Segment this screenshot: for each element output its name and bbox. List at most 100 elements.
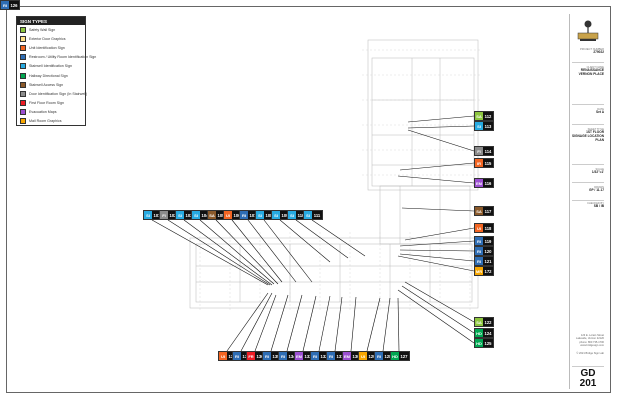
leader-line	[397, 255, 475, 272]
sign-tag-number: 127	[399, 352, 409, 360]
sign-tag-code: RI	[375, 352, 383, 360]
sign-tag-code: SI	[475, 122, 483, 130]
legend-item: Stairwell Identification Sign	[17, 62, 85, 71]
sheet-number: GD 201	[579, 368, 597, 389]
legend-item: Hallway Directional Sign	[17, 71, 85, 80]
sheet-title-field: SHEET TITLE 1ST FLOOR SIGNAGE LOCATION P…	[572, 128, 604, 142]
legend-swatch	[20, 90, 26, 97]
legend-item: Stairwell Access Sign	[17, 80, 85, 89]
sign-tag-code: EM	[475, 179, 483, 187]
sign-tag-number: 122	[483, 318, 493, 326]
leader-line	[397, 297, 400, 352]
sign-tag-number: 102	[168, 211, 178, 219]
leader-line	[350, 296, 357, 352]
sign-tag-code: UI	[359, 352, 367, 360]
copyright-note: © 2021 Bridge Sign Lab	[576, 351, 604, 355]
checked-label: CHECKED BY	[587, 202, 604, 205]
legend-item: Mail Room Graphics	[17, 117, 85, 126]
sign-tag-number: 105	[216, 211, 226, 219]
legend-swatch	[20, 63, 26, 70]
sheet-title-label: SHEET TITLE	[587, 128, 604, 131]
legend-label: Evacuation Maps	[29, 110, 57, 115]
sign-tag-code: RI	[475, 247, 483, 255]
leader-line	[286, 294, 303, 352]
legend-label: Restroom / Utility Room Identification S…	[29, 55, 97, 60]
legend-swatch	[20, 118, 26, 125]
sign-tag-number: 118	[483, 224, 493, 232]
leader-line	[334, 296, 343, 352]
sign-tag-number: 172	[483, 267, 493, 275]
drawn-value: GP / 11.17	[588, 188, 604, 192]
sheet-title-value: 1ST FLOOR SIGNAGE LOCATION PLAN	[572, 130, 604, 142]
legend-label: First Floor Room Sign	[29, 101, 64, 106]
sign-tag-code: EM	[295, 352, 303, 360]
sign-tag-code: RI	[279, 352, 287, 360]
sign-tag-number: 106	[232, 211, 242, 219]
sign-tag-code: SA	[208, 211, 216, 219]
drawn-field: DRAWN GP / 11.17	[572, 186, 604, 193]
sign-tag-code: IR	[475, 159, 483, 167]
sign-tag-code: HD	[475, 339, 483, 347]
project-number-label: PROJECT NUMBER	[579, 48, 604, 51]
client-value: RENAISSANCE VERNON PLACE	[578, 68, 604, 76]
leader-line	[295, 219, 349, 259]
leader-line	[407, 125, 475, 129]
leader-line	[254, 294, 277, 352]
scale-label: SCALE	[595, 168, 604, 171]
sign-tag-number: 132	[319, 352, 329, 360]
leader-line	[397, 289, 475, 344]
client-field: CLIENT NAME RENAISSANCE VERNON PLACE	[572, 66, 604, 77]
leader-line	[404, 281, 475, 323]
sign-tag-code: SI	[256, 211, 264, 219]
sign-tag-code: SI	[144, 211, 152, 219]
sign-tag-code: UI	[219, 352, 227, 360]
date-label: DATE	[597, 108, 604, 111]
sign-tag-number: 114	[483, 147, 493, 155]
sign-tag-code: SI	[176, 211, 184, 219]
sign-tag-code: SA	[475, 112, 483, 120]
sign-tag-code: RI	[1, 1, 9, 9]
sign-tag-number: 131	[335, 352, 345, 360]
leader-line	[366, 297, 381, 352]
legend-swatch	[20, 72, 26, 79]
leader-line	[270, 294, 289, 352]
sign-tag-number: 117	[483, 207, 493, 215]
legend-label: Exterior Door Graphics	[29, 36, 66, 41]
sign-tag-number: 135	[271, 352, 281, 360]
leader-line	[263, 219, 313, 283]
sign-tag-number: 130	[351, 352, 361, 360]
legend-item: Exterior Door Graphics	[17, 34, 85, 43]
sign-tag-number: 109	[280, 211, 290, 219]
sign-tag-code: RI	[263, 352, 271, 360]
leader-line	[247, 219, 297, 283]
legend-label: Unit Identification Sign	[29, 45, 65, 50]
legend-item: Unit Identification Sign	[17, 43, 85, 52]
legend-label: Mail Room Graphics	[29, 119, 62, 124]
leader-line	[318, 295, 331, 352]
legend-swatch	[20, 54, 26, 61]
sign-tag-code: RI	[240, 211, 248, 219]
leader-line	[399, 162, 475, 171]
leader-line	[167, 219, 271, 286]
sign-tag-code: RI	[311, 352, 319, 360]
sign-tag-number: 136	[255, 352, 265, 360]
